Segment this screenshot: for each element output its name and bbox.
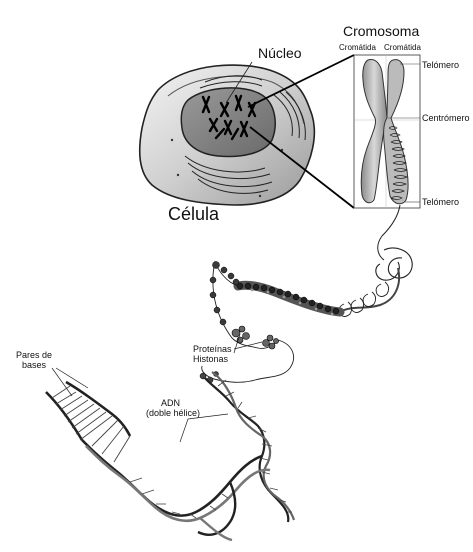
nucleus [180, 87, 276, 158]
chromatin-fiber [338, 204, 413, 317]
nucleus-pointer [225, 61, 253, 104]
dna-label-line1: ADN [161, 398, 180, 408]
chromosome-label: Cromosoma [343, 23, 419, 39]
cell [138, 64, 316, 206]
chromosome-box [353, 54, 421, 209]
dna-pointer-2 [187, 413, 229, 420]
histone-pointer-2 [233, 333, 241, 354]
histone-pointer-1 [233, 341, 263, 350]
cell-label: Célula [168, 204, 220, 224]
nucleosome-string [209, 260, 294, 383]
histone-label-line1: Proteínas [193, 344, 232, 354]
chromatid-right [383, 59, 409, 205]
chromatid-left [360, 59, 388, 204]
telomere-top-label: Telómero [422, 60, 459, 70]
solenoid [233, 280, 345, 317]
base-pairs-pointer-2 [55, 367, 89, 389]
base-pairs-label-line1: Pares de [16, 350, 52, 360]
zoom-line-top [247, 54, 355, 108]
nucleus-label: Núcleo [258, 45, 302, 61]
chromatid-right-label: Cromátida [384, 43, 421, 52]
telomere-bottom-label: Telómero [422, 197, 459, 207]
dna-pointer [179, 418, 189, 443]
zoom-line-bottom [249, 126, 355, 209]
endoplasmic-reticulum [184, 75, 306, 194]
histone-label-line2: Histonas [193, 354, 229, 364]
chromatid-left-label: Cromátida [339, 43, 376, 52]
dna-double-helix [45, 371, 296, 542]
centromere-label: Centrómero [422, 113, 470, 123]
base-pairs-pointer-1 [51, 367, 73, 397]
chromatin-coils [388, 126, 408, 200]
base-pairs-label-line2: bases [22, 360, 47, 370]
dna-label-line2: (doble hélice) [146, 408, 200, 418]
nucleus-chromosomes [201, 94, 257, 141]
